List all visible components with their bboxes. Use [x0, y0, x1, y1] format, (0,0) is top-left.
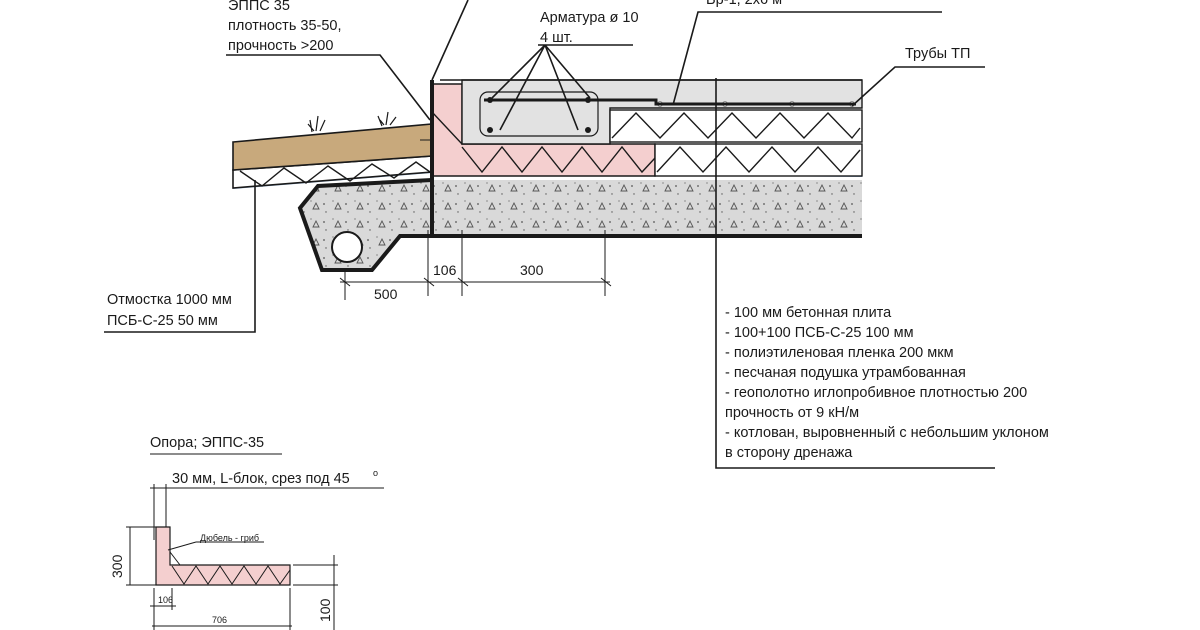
- label-otmostka-1: Отмостка 1000 мм: [107, 292, 232, 308]
- support-dim-100-line: [293, 555, 338, 630]
- support-note: 30 мм, L-блок, срез под 45: [172, 471, 350, 487]
- sand-cushion-pattern: [300, 180, 862, 270]
- support-dim-106: 106: [158, 595, 173, 605]
- support-dim-706: 706: [212, 615, 227, 625]
- dim-500: 500: [374, 286, 398, 302]
- rebar-cage: [479, 91, 599, 137]
- dim-106: 106: [433, 262, 457, 278]
- label-epps-density: плотность 35-50,: [228, 18, 342, 34]
- label-epps-strength: прочность >200: [228, 38, 333, 54]
- support-note-sup: о: [373, 468, 378, 478]
- support-zigzag: [171, 565, 291, 585]
- epps-bevel: [431, 111, 463, 145]
- layer-item: - котлован, выровненный с небольшим укло…: [725, 425, 1049, 441]
- support-dim-106-line: [150, 588, 176, 630]
- psb-insulation-lower: [654, 143, 863, 177]
- label-rebar-title: Арматура ø 10: [540, 10, 639, 26]
- support-dim-100: 100: [317, 598, 333, 622]
- leader-top-right: [672, 11, 942, 106]
- dowel-label: Дюбель - гриб: [200, 533, 259, 543]
- support-bevel: [169, 551, 181, 566]
- support-dim-300-line: [126, 526, 156, 586]
- support-detail: Опора; ЭППС-35 30 мм, L-блок, срез под 4…: [109, 435, 384, 630]
- layer-item: прочность от 9 кН/м: [725, 405, 859, 421]
- support-dim-300: 300: [109, 554, 125, 578]
- label-otmostka-2: ПСБ-С-25 50 мм: [107, 313, 218, 329]
- psb-lower-zigzag: [656, 145, 861, 174]
- layer-item: - 100+100 ПСБ-С-25 100 мм: [725, 325, 914, 341]
- label-pipes: Трубы ТП: [905, 46, 970, 62]
- otmostka-insulation-zigzag: [239, 161, 431, 187]
- label-epps-title: ЭППС 35: [228, 0, 290, 14]
- excavation-outline: [297, 178, 862, 272]
- support-dim-706-line: [152, 588, 292, 630]
- label-top-right: Вр-1, 2х6 м: [706, 0, 782, 8]
- psb-upper-zigzag: [611, 111, 861, 140]
- layer-item: - песчаная подушка утрамбованная: [725, 365, 966, 381]
- layer-item: в сторону дренажа: [725, 445, 853, 461]
- dowel-leader: [167, 541, 264, 551]
- support-note-leader: [150, 484, 384, 540]
- dimension-lines: [339, 230, 612, 300]
- leader-pipes: [851, 66, 985, 107]
- leader-rebar: [491, 44, 633, 131]
- leader-layers: [715, 78, 995, 469]
- psb-insulation-upper: [609, 109, 863, 143]
- leader-top-left: [431, 0, 469, 81]
- drainage-pipe-icon: [331, 231, 363, 263]
- grass-icon: [307, 111, 397, 133]
- reinforcement-mesh: [484, 98, 856, 106]
- label-rebar-count: 4 шт.: [540, 30, 573, 46]
- dim-300: 300: [520, 262, 544, 278]
- layer-item: - геополотно иглопробивное плотностью 20…: [725, 385, 1027, 401]
- leader-otmostka: [104, 180, 256, 333]
- layer-item: - полиэтиленовая пленка 200 мкм: [725, 345, 954, 361]
- layer-item: - 100 мм бетонная плита: [725, 305, 892, 321]
- support-title: Опора; ЭППС-35: [150, 435, 264, 451]
- leader-epps: [226, 54, 431, 121]
- epps-l-block-zigzag: [461, 145, 656, 174]
- layers-list: - 100 мм бетонная плита - 100+100 ПСБ-С-…: [725, 305, 1049, 461]
